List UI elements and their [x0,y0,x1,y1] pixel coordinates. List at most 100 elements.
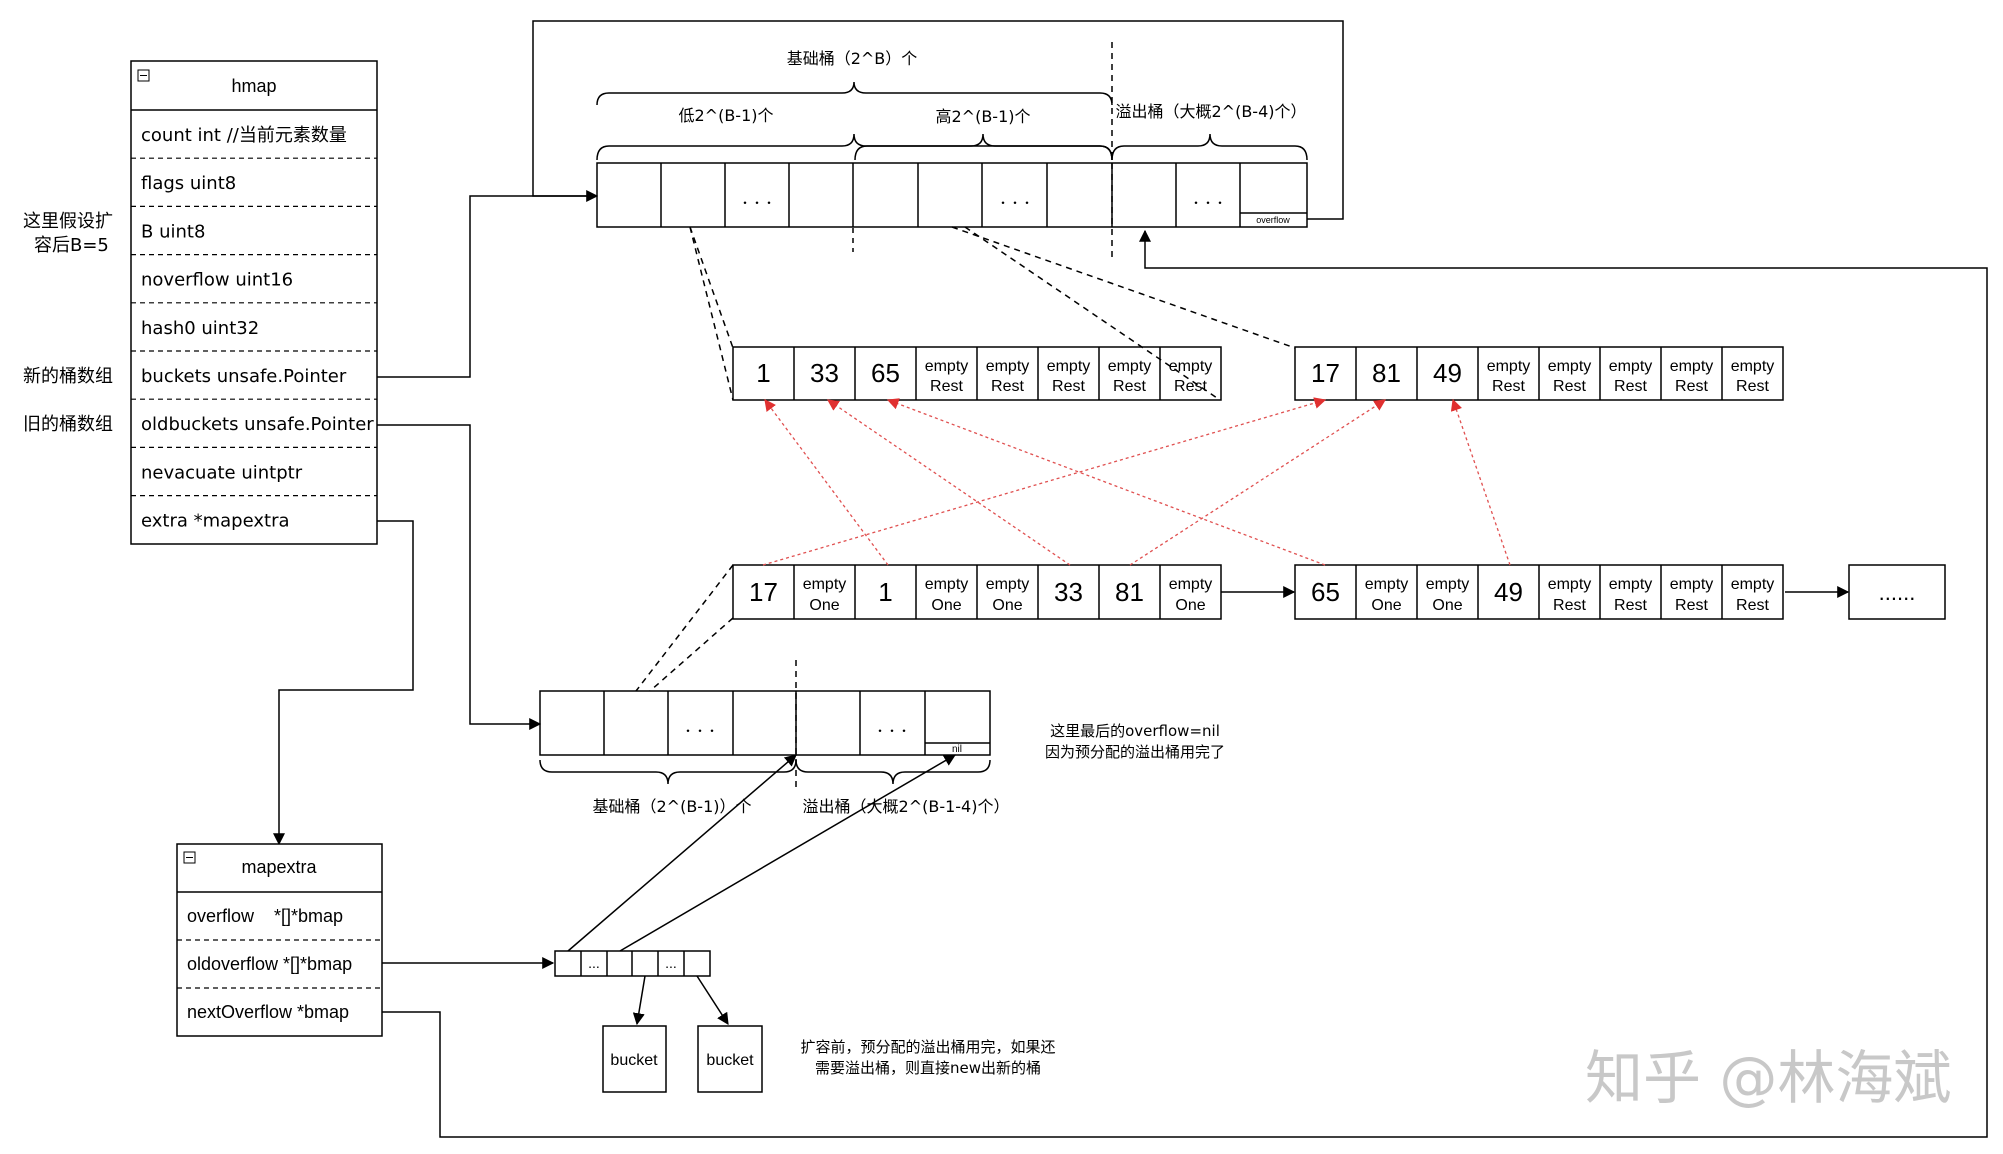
hmap-field-list: count int //当前元素数量 flags uint8 B uint8 nove… [131,125,377,532]
slot-empty-bottom: Rest [1736,597,1769,614]
assume-label-line1: 这里假设扩 [23,211,113,232]
prealloc-note-line2: 需要溢出桶，则直接new出新的桶 [815,1059,1041,1077]
slot-key: 81 [1115,577,1144,607]
slot-empty-top: empty [986,576,1030,593]
watermark: 知乎 @林海斌 [1585,1044,1951,1112]
slot-empty-bottom: Rest [1614,597,1647,614]
slot-empty-bottom: Rest [1675,378,1708,395]
hmap-field: oldbuckets unsafe.Pointer [141,414,374,435]
slot-empty-top: empty [1609,358,1653,375]
hmap-field: count int //当前元素数量 [141,125,347,146]
new-array-dots-3: ・・・ [1190,196,1226,210]
slot-empty-top: empty [1108,358,1152,375]
slot-key: 81 [1372,358,1401,388]
slot-empty-top: empty [1670,358,1714,375]
slot-empty-top: empty [1548,358,1592,375]
slot-empty-bottom: One [1371,597,1401,614]
hmap-field: noverflow uint16 [141,270,293,291]
old-buckets-label: 旧的桶数组 [23,414,113,435]
slot-empty-bottom: Rest [1553,378,1586,395]
slot-empty-top: empty [986,358,1030,375]
slice-dots-2: ... [665,955,677,971]
slot-empty-bottom: Rest [1553,597,1586,614]
slot-empty-bottom: Rest [1675,597,1708,614]
slot-key: 17 [749,577,778,607]
slot-empty-bottom: Rest [930,378,963,395]
old-array-braces [539,759,991,785]
slot-empty-top: empty [925,358,969,375]
slot-key: 33 [1054,577,1083,607]
assume-label-line2: 容后B=5 [34,235,109,256]
overflow-tag: overflow [1256,215,1290,225]
slot-empty-top: empty [1731,576,1775,593]
slot-empty-bottom: One [809,597,839,614]
slot-empty-top: empty [1365,576,1409,593]
slot-empty-bottom: Rest [1052,378,1085,395]
old-array-dots-1: ・・・ [682,724,718,738]
slot-key: 65 [871,358,900,388]
low-half-label: 低2^(B-1)个 [678,106,773,125]
slot-key: 49 [1433,358,1462,388]
oldoverflow-slice: ... ... [554,950,711,977]
slot-key: 49 [1494,577,1523,607]
hmap-field: hash0 uint32 [141,318,259,339]
old-base-label: 基础桶（2^(B-1)）个 [592,797,751,816]
bucket-box-1-label: bucket [610,1052,658,1069]
more-buckets-label: ...... [1879,580,1916,605]
new-array-dots-1: ・・・ [739,196,775,210]
slot-empty-top: empty [1731,358,1775,375]
slot-empty-top: empty [1487,358,1531,375]
old-overflow-label: 溢出桶（大概2^(B-1-4)个） [803,797,1010,816]
slot-empty-bottom: Rest [991,378,1024,395]
slot-empty-top: empty [925,576,969,593]
mapextra-title: mapextra [241,857,317,877]
hmap-field: nevacuate uintptr [141,462,303,483]
slot-empty-top: empty [1047,358,1091,375]
hmap-field: buckets unsafe.Pointer [141,366,347,387]
slice-dots-1: ... [588,955,600,971]
hmap-struct: hmap count int //当前元素数量 flags uint8 B uint… [130,60,378,545]
nil-tag: nil [952,744,962,755]
nil-note-line2: 因为预分配的溢出桶用完了 [1045,743,1225,761]
slot-key: 17 [1311,358,1340,388]
prealloc-note-line1: 扩容前，预分配的溢出桶用完，如果还 [800,1038,1055,1056]
slot-empty-top: empty [1548,576,1592,593]
slot-key: 33 [810,358,839,388]
mapextra-field: oldoverflow *[]*bmap [187,954,352,974]
new-array-dots-2: ・・・ [997,196,1033,210]
slot-empty-top: empty [1169,358,1213,375]
nil-note-line1: 这里最后的overflow=nil [1050,722,1220,740]
slot-empty-top: empty [1609,576,1653,593]
new-buckets-label: 新的桶数组 [23,366,113,387]
hmap-field: extra *mapextra [141,511,290,532]
slot-empty-bottom: One [1432,597,1462,614]
slot-empty-top: empty [1670,576,1714,593]
slot-empty-bottom: Rest [1736,378,1769,395]
old-bucket-array: ・・・ ・・・ nil [539,690,991,756]
slot-empty-bottom: Rest [1113,378,1146,395]
new-bucket-array: ・・・ ・・・ ・・・ overflow [596,162,1308,228]
hmap-field: B uint8 [141,221,205,242]
hmap-field: flags uint8 [141,173,236,194]
high-half-label: 高2^(B-1)个 [935,107,1030,126]
slot-empty-top: empty [803,576,847,593]
slot-key: 1 [878,577,892,607]
slot-empty-top: empty [1426,576,1470,593]
slot-empty-bottom: Rest [1174,378,1207,395]
slot-empty-bottom: Rest [1492,378,1525,395]
slot-empty-bottom: One [992,597,1022,614]
base-buckets-label: 基础桶（2^B）个 [787,49,918,68]
slot-key: 65 [1311,577,1340,607]
slot-empty-bottom: One [931,597,961,614]
hmap-title: hmap [231,76,276,96]
slot-empty-bottom: One [1175,597,1205,614]
new-array-braces [596,81,1308,161]
bucket-box-2-label: bucket [706,1052,754,1069]
mapextra-field: overflow *[]*bmap [187,906,343,926]
overflow-buckets-label: 溢出桶（大概2^(B-4)个） [1115,102,1306,121]
